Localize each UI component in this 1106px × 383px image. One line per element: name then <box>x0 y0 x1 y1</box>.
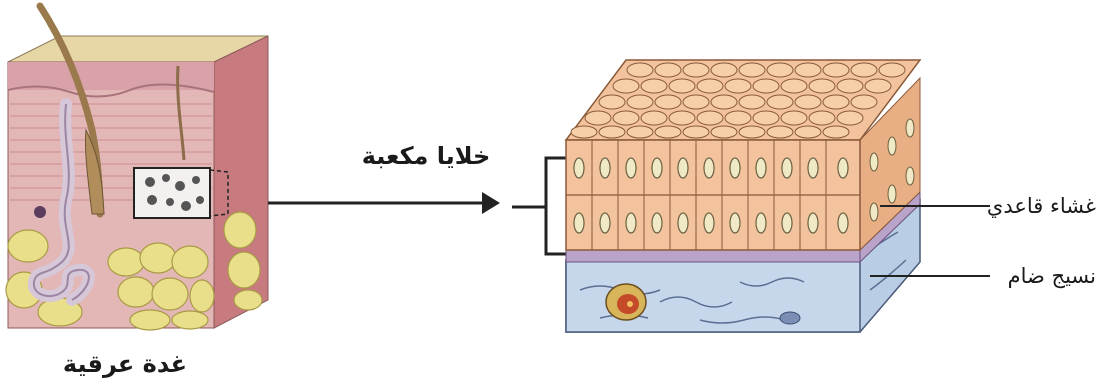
basement-membrane-label: غشاء قاعدي <box>987 194 1096 218</box>
cuboidal-cells-label: خلايا مكعبة <box>362 142 491 170</box>
sweat-gland-caption: غدة عرقية <box>63 350 187 378</box>
bracket-icon <box>512 158 566 254</box>
connective-tissue-label: نسيج ضام <box>1008 264 1096 288</box>
epithelium-block-illustration <box>566 60 920 332</box>
skin-block-illustration <box>6 6 268 330</box>
arrow-right-icon <box>268 192 500 214</box>
